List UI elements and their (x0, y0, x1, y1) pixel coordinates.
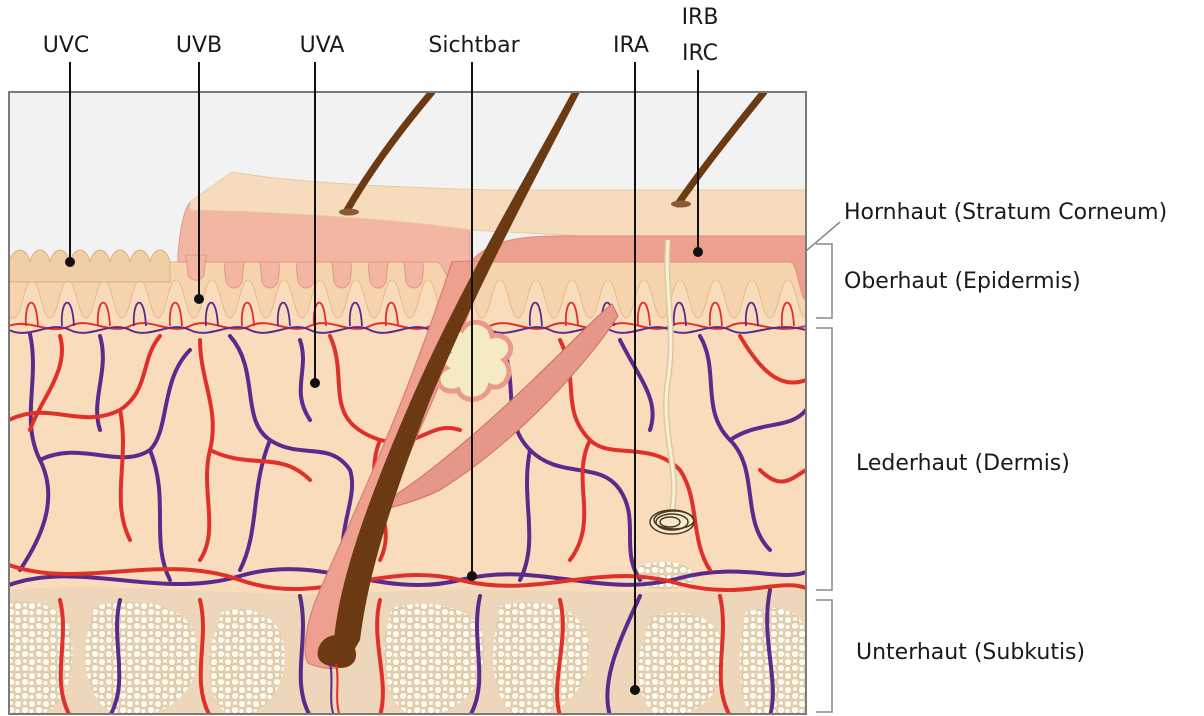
label-uva: UVA (300, 33, 345, 58)
label-uvc: UVC (43, 33, 90, 58)
skin-cross-section (9, 92, 806, 716)
label-uvb: UVB (176, 33, 222, 58)
layer-brackets (806, 222, 840, 712)
label-subcutis: Unterhaut (Subkutis) (856, 640, 1085, 665)
label-irc: IRC (682, 41, 718, 66)
sweat-gland-coil (650, 510, 694, 534)
hair-pore-right (671, 201, 691, 208)
label-stratum-corneum: Hornhaut (Stratum Corneum) (844, 200, 1167, 225)
label-visible: Sichtbar (428, 33, 520, 58)
hair-pore-left (339, 209, 359, 216)
label-dermis: Lederhaut (Dermis) (856, 451, 1070, 476)
label-ira: IRA (613, 33, 649, 58)
label-epidermis: Oberhaut (Epidermis) (844, 269, 1081, 294)
label-irb: IRB (682, 5, 719, 30)
